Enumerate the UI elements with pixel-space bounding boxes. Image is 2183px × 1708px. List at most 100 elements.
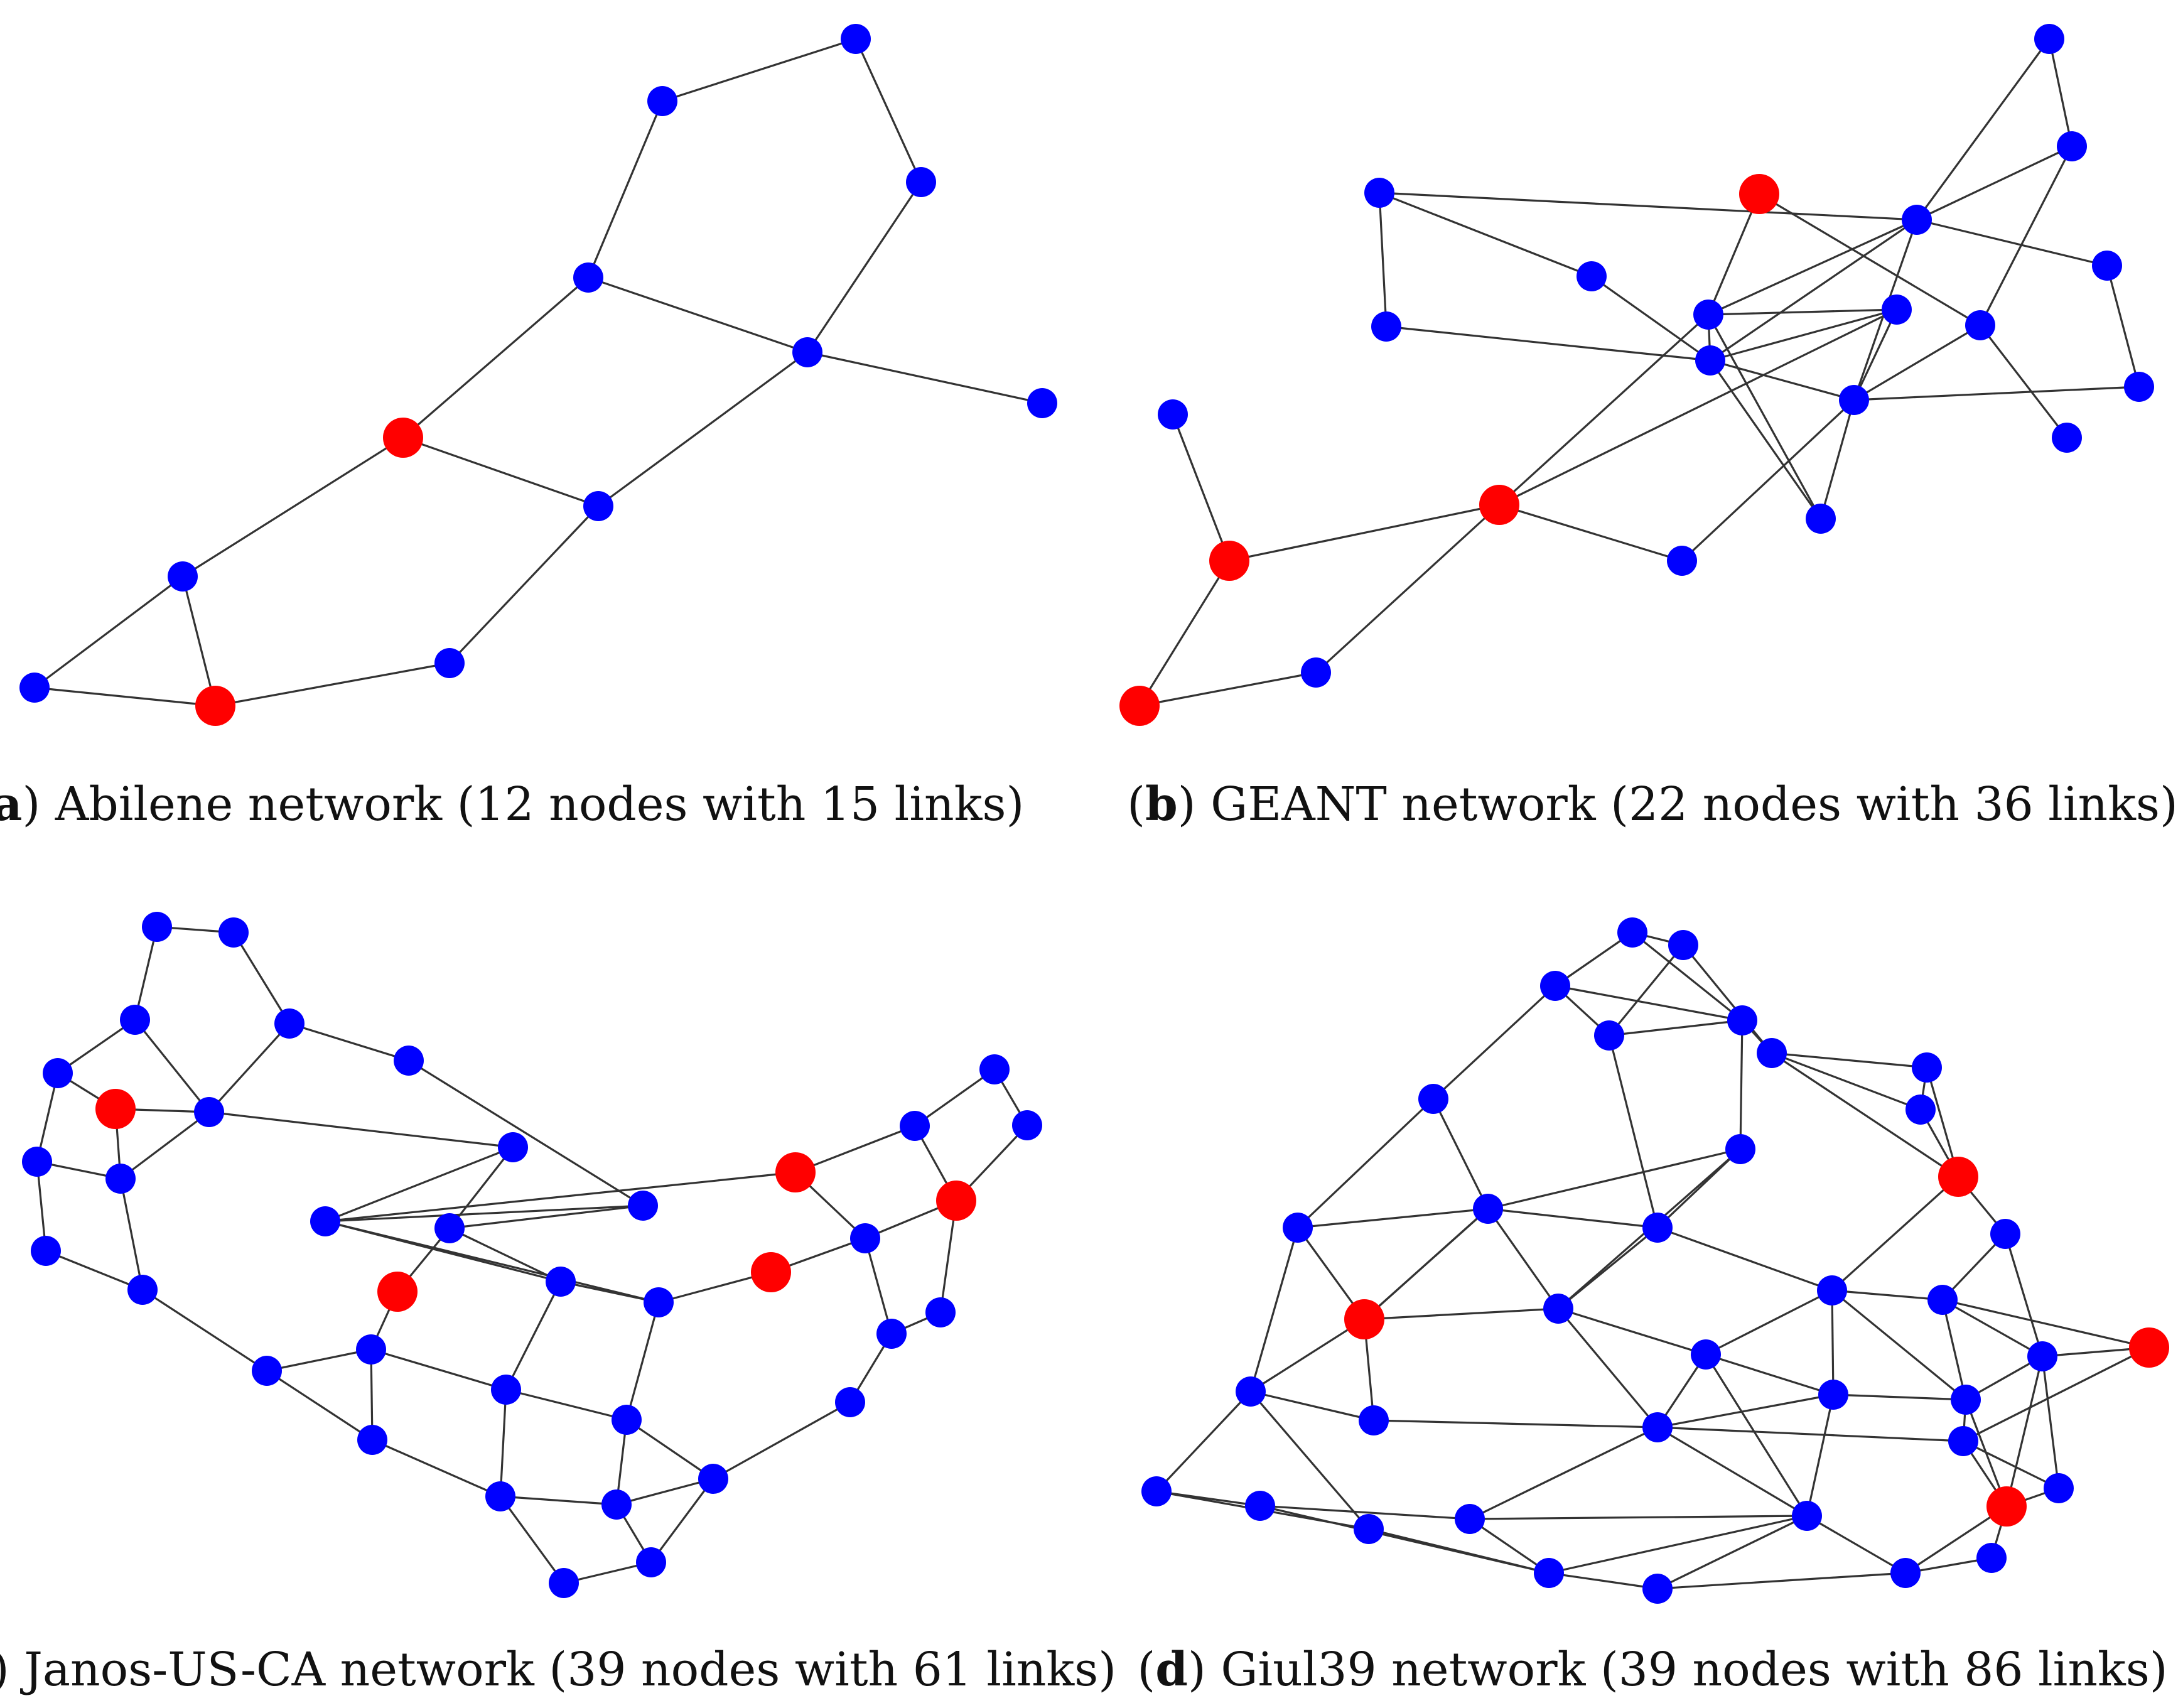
network-node [1912,1052,1942,1083]
network-link [119,1178,144,1290]
highlighted-node [1209,541,1249,581]
network-link [2106,265,2140,387]
network-link [325,1146,514,1223]
network-node [1725,1134,1755,1164]
network-link [1707,193,1760,315]
network-link [1941,1233,2007,1301]
network-link [1705,1289,1833,1356]
panel-b-edges [1138,38,2140,707]
network-link [1771,1052,1927,1069]
network-link [36,1073,59,1162]
panel-b-nodes [1119,24,2154,726]
network-link [1558,1307,1706,1356]
network-link [598,351,808,507]
network-link [1963,1346,2150,1442]
network-node [2057,131,2087,161]
network-link [45,1250,143,1291]
panel-c-edges [36,926,1028,1584]
network-link [1806,1515,1906,1574]
network-link [1379,192,1592,278]
network-link [1806,1394,1835,1516]
network-node [549,1568,579,1598]
network-link [1963,1440,2059,1489]
network-link [1853,386,2140,401]
network-node [356,1334,386,1365]
network-link [1499,308,1897,506]
network-node [1695,345,1725,376]
network-node [1839,385,1869,415]
network-link [1657,1226,1833,1292]
network-link [208,1111,514,1149]
network-node [1543,1294,1573,1324]
network-link [232,932,291,1024]
network-link [1942,1299,2043,1358]
network-link [914,1068,995,1127]
network-link [713,1401,851,1480]
network-link [1315,504,1501,674]
highlighted-node [1938,1157,1978,1197]
network-link [1487,1208,1658,1229]
network-link [120,1111,210,1180]
network-node [394,1046,424,1076]
network-link [1657,1393,1834,1429]
network-node [1902,205,1932,235]
network-node [498,1132,528,1162]
network-node [583,491,613,521]
network-link [1707,314,1822,519]
network-link [505,1388,627,1421]
caption-a: (a) Abilene network (12 nodes with 15 li… [0,777,1024,831]
network-node [1890,1558,1921,1588]
highlighted-node [1344,1299,1384,1339]
network-node [1455,1504,1485,1534]
network-link [34,686,216,707]
network-node [1594,1020,1624,1051]
network-node [1236,1376,1266,1407]
network-link [1632,931,1743,1022]
network-link [1469,1426,1658,1520]
network-node [1027,388,1057,418]
network-link [266,1370,373,1441]
network-link [1831,1289,1967,1401]
network-node [636,1547,666,1577]
network-node [1371,311,1401,342]
network-node [1141,1476,1172,1506]
network-link [402,436,599,507]
network-link [1853,309,1898,401]
network-link [181,576,217,706]
network-link [1249,1227,1299,1392]
network-node [1359,1405,1389,1435]
network-link [1432,985,1556,1100]
network-link [1250,1390,1374,1422]
network-link [266,1348,372,1372]
network-node [906,167,936,197]
network-link [1172,414,1231,561]
network-link [1229,504,1500,562]
network-link [1249,1390,1370,1530]
network-link [1139,671,1317,707]
network-link [1487,1208,1560,1309]
network-link [626,1419,714,1480]
network-node [2034,24,2064,54]
network-link [1591,275,1711,362]
network-node [491,1375,521,1405]
network-link [1609,1019,1743,1037]
network-link [1853,324,1981,401]
network-node [612,1405,642,1435]
network-link [1916,38,2051,220]
network-link [182,436,404,578]
network-node [1577,261,1607,291]
network-link [1708,219,1917,316]
network-link [1548,1572,1658,1590]
network-node [546,1267,576,1297]
network-node [218,917,249,948]
network-node [647,86,677,116]
network-link [1379,192,1917,221]
caption-b: (b) GEANT network (22 nodes with 36 link… [1127,777,2178,831]
network-node [1882,295,1912,325]
highlighted-node [1986,1486,2027,1527]
network-node [274,1008,305,1039]
edges-layer [34,38,2150,1590]
network-link [1831,1289,1943,1301]
network-link [1682,944,1773,1054]
caption-a-letter: a [0,777,22,831]
